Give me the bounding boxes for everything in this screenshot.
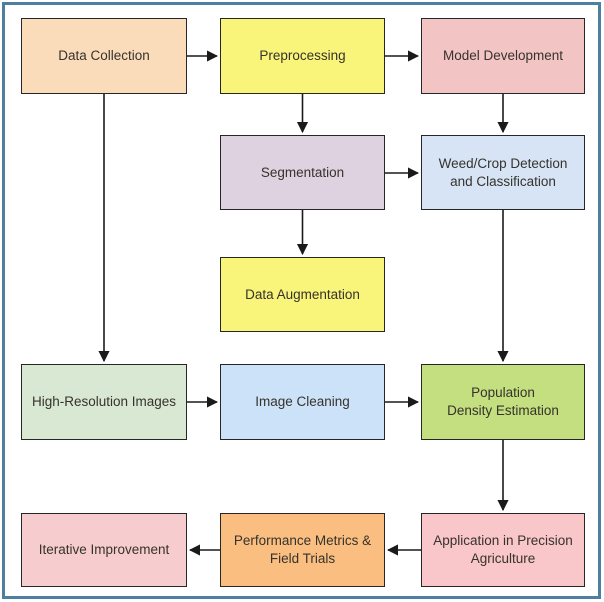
node-label: Preprocessing xyxy=(259,48,346,64)
node-label: Iterative Improvement xyxy=(38,542,170,558)
node-label: Performance Metrics & Field Trials xyxy=(233,533,372,566)
node-population-density-estimation: Population Density Estimation xyxy=(421,364,585,440)
node-weed-crop-detection-classification: Weed/Crop Detection and Classification xyxy=(421,135,585,210)
node-label: Segmentation xyxy=(260,164,345,180)
node-data-collection: Data Collection xyxy=(21,18,187,94)
node-label: Data Augmentation xyxy=(245,286,360,302)
node-label: Model Development xyxy=(442,48,564,64)
node-label: Image Cleaning xyxy=(255,394,350,410)
node-performance-metrics-field-trials: Performance Metrics & Field Trials xyxy=(220,513,385,587)
node-application-in-precision-agriculture: Application in Precision Agriculture xyxy=(421,513,585,587)
node-label: Population Density Estimation xyxy=(447,385,559,418)
node-iterative-improvement: Iterative Improvement xyxy=(21,513,187,587)
node-image-cleaning: Image Cleaning xyxy=(220,364,385,440)
node-label: Application in Precision Agriculture xyxy=(433,533,573,566)
node-segmentation: Segmentation xyxy=(220,135,385,210)
node-model-development: Model Development xyxy=(421,18,585,94)
node-label: High-Resolution Images xyxy=(31,394,177,410)
node-high-resolution-images: High-Resolution Images xyxy=(21,364,187,440)
node-label: Weed/Crop Detection and Classification xyxy=(438,155,568,189)
node-label: Data Collection xyxy=(58,48,150,64)
node-preprocessing: Preprocessing xyxy=(220,18,385,94)
node-data-augmentation: Data Augmentation xyxy=(220,257,385,332)
